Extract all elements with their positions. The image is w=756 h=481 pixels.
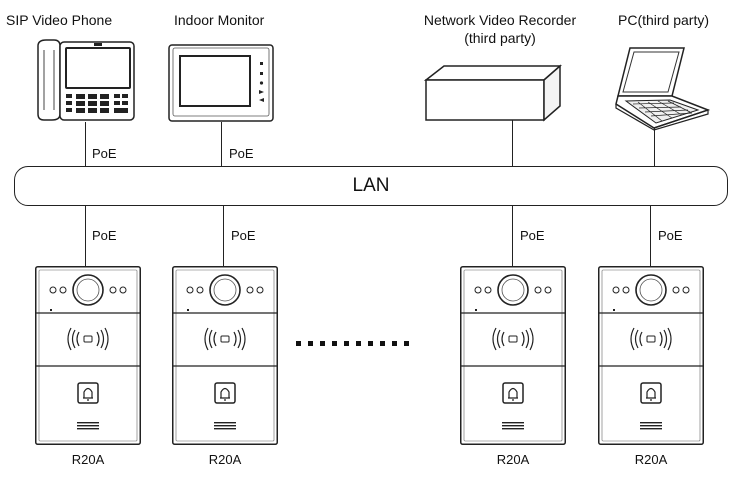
lan-label: LAN [352,175,390,196]
nvr-icon [423,64,562,122]
r20a-2-connector [223,206,224,266]
r20a-3-connector [512,206,513,266]
r20a-1-poe-label: PoE [92,228,117,243]
nvr-label-line2: (third party) [464,30,536,46]
r20a-2-door-station-icon [171,265,279,446]
r20a-3-door-station-icon [459,265,567,446]
r20a-4-poe-label: PoE [658,228,683,243]
pc-label: PC(third party) [618,12,710,28]
r20a-2-poe-label: PoE [231,228,256,243]
lan-network-bar: LAN [14,166,728,206]
r20a-4-connector [650,206,651,266]
r20a-3-label: R20A [496,452,530,467]
r20a-4-label: R20A [634,452,668,467]
r20a-3-poe-label: PoE [520,228,545,243]
continuation-dots [296,341,409,346]
r20a-1-door-station-icon [34,265,142,446]
indoor-monitor-label: Indoor Monitor [174,12,265,28]
pc-laptop-icon [615,47,711,131]
indoor-monitor-poe-label: PoE [229,146,254,161]
nvr-label-line1: Network Video Recorder [423,12,577,28]
pc-connector [654,128,655,166]
r20a-2-label: R20A [208,452,242,467]
r20a-4-door-station-icon [597,265,705,446]
indoor-monitor-icon [168,44,274,122]
sip-phone-poe-label: PoE [92,146,117,161]
sip-video-phone-label: SIP Video Phone [6,12,113,28]
r20a-1-connector [85,206,86,266]
nvr-connector [512,120,513,166]
r20a-1-label: R20A [71,452,105,467]
sip-phone-connector [85,122,86,166]
indoor-monitor-connector [221,122,222,166]
sip-video-phone-icon [37,39,135,121]
